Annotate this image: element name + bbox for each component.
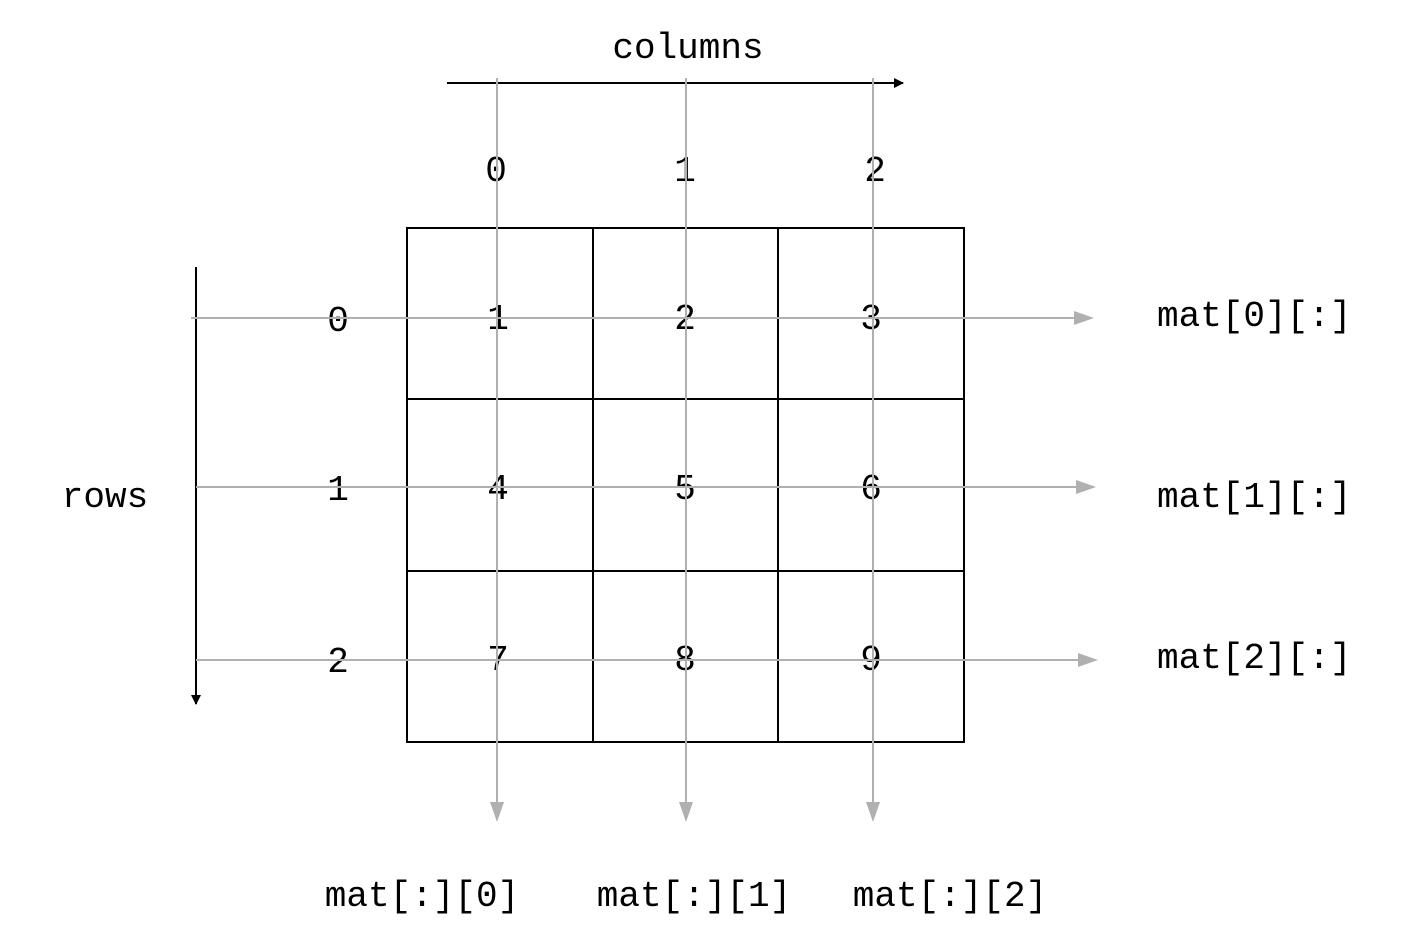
column-slice-arrowhead <box>866 802 880 822</box>
row-slice-arrowhead <box>1074 311 1094 325</box>
rows-label: rows <box>62 477 148 518</box>
row-indices: 0 1 2 <box>327 301 349 683</box>
row-slice-arrowhead <box>1078 653 1098 667</box>
column-slice-arrows <box>490 78 880 822</box>
column-slice-arrowhead <box>490 802 504 822</box>
matrix-values: 1 2 3 4 5 6 7 8 9 <box>487 299 882 681</box>
row-slice-labels: mat[0][:] mat[1][:] mat[2][:] <box>1157 296 1351 679</box>
matrix-cell-value: 6 <box>860 469 882 510</box>
column-slice-arrowhead <box>679 802 693 822</box>
column-slice-label: mat[:][2] <box>853 876 1047 917</box>
row-slice-arrowhead <box>1076 480 1096 494</box>
row-slice-arrows <box>191 311 1098 667</box>
matrix-cell-value: 3 <box>860 299 882 340</box>
column-slice-labels: mat[:][0] mat[:][1] mat[:][2] <box>325 876 1047 917</box>
row-slice-label: mat[2][:] <box>1157 638 1351 679</box>
column-slice-label: mat[:][1] <box>597 876 791 917</box>
columns-label: columns <box>612 28 763 69</box>
row-slice-label: mat[0][:] <box>1157 296 1351 337</box>
row-slice-label: mat[1][:] <box>1157 477 1351 518</box>
column-index: 2 <box>864 151 886 192</box>
row-index: 2 <box>327 642 349 683</box>
row-index: 0 <box>327 301 349 342</box>
row-index: 1 <box>327 470 349 511</box>
column-slice-label: mat[:][0] <box>325 876 519 917</box>
